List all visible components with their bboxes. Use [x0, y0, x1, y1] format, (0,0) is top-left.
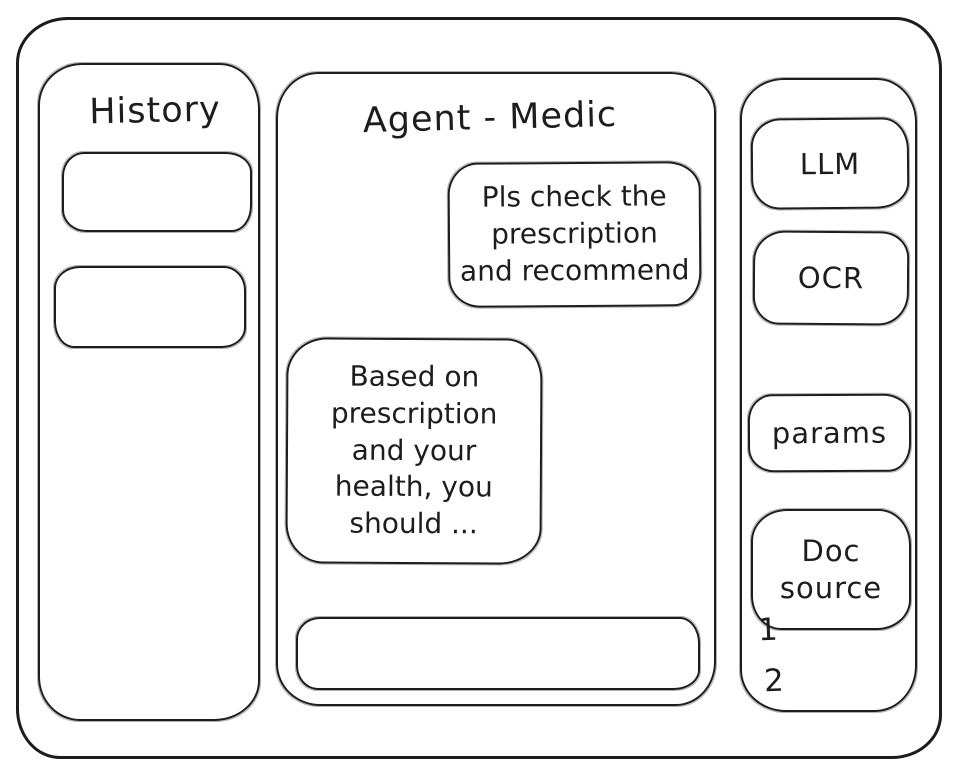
history-item[interactable] [61, 151, 253, 233]
message-input[interactable] [295, 616, 701, 691]
ocr-button[interactable]: OCR [752, 230, 910, 326]
tools-panel: LLM OCR params Doc source 1 2 [739, 77, 918, 713]
llm-button[interactable]: LLM [750, 117, 910, 210]
history-panel: History [37, 62, 261, 722]
doc-source-item-2[interactable]: 2 [763, 662, 785, 700]
message-input-field[interactable] [298, 619, 698, 688]
history-title: History [88, 89, 222, 133]
chat-title: Agent - Medic [362, 94, 618, 142]
params-button[interactable]: params [747, 393, 912, 473]
user-message-bubble: Pls check the prescription and recommend [447, 161, 702, 308]
chat-panel: Agent - Medic Pls check the prescription… [275, 71, 717, 707]
doc-source-button[interactable]: Doc source [750, 508, 912, 631]
assistant-message-bubble: Based on prescription and your health, y… [285, 337, 543, 565]
doc-source-item-1[interactable]: 1 [757, 611, 779, 649]
history-item[interactable] [53, 265, 247, 349]
